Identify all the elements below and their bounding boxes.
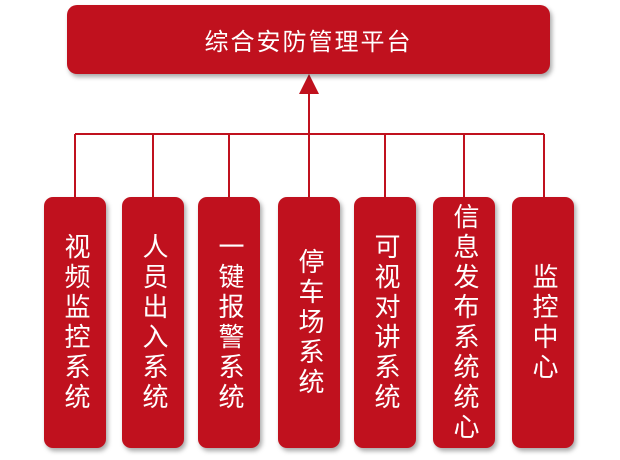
child-node: 可视对讲系统 bbox=[354, 197, 416, 448]
child-node: 一键报警系统 bbox=[198, 197, 260, 448]
child-node-label: 视频监控系统 bbox=[60, 232, 90, 413]
child-node-label: 可视对讲系统 bbox=[370, 232, 400, 413]
child-node: 监控中心 bbox=[512, 197, 574, 448]
root-node: 综合安防管理平台 bbox=[67, 5, 550, 74]
child-node-label: 一键报警系统 bbox=[214, 232, 244, 413]
child-node: 信息发布系统统心 bbox=[433, 197, 495, 448]
child-node: 视频监控系统 bbox=[44, 197, 106, 448]
child-node-label: 人员出入系统 bbox=[138, 232, 168, 413]
child-node-label: 信息发布系统统心 bbox=[449, 202, 479, 443]
child-node: 停车场系统 bbox=[278, 197, 340, 448]
child-node-label: 停车场系统 bbox=[294, 247, 324, 398]
child-node-label: 监控中心 bbox=[528, 262, 558, 383]
child-node: 人员出入系统 bbox=[122, 197, 184, 448]
root-node-label: 综合安防管理平台 bbox=[204, 28, 413, 56]
